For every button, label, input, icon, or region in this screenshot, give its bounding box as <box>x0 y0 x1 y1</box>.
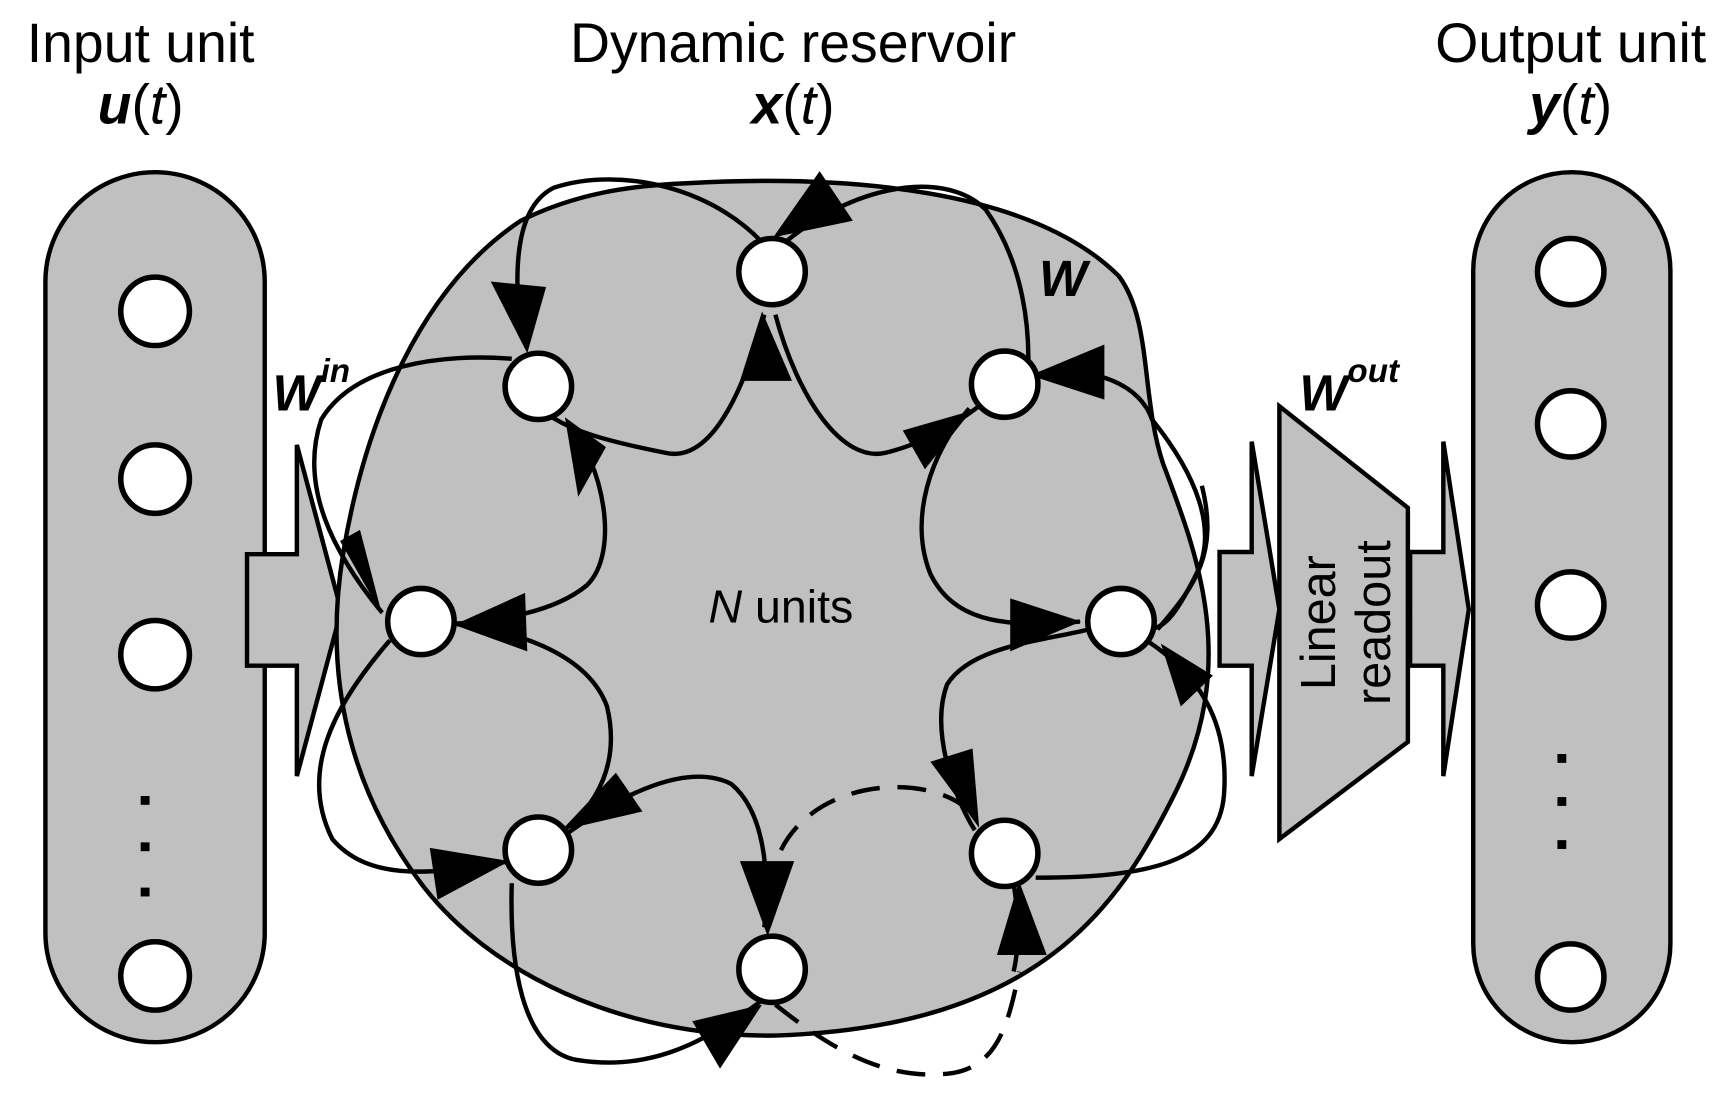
output-var-paren-close: ) <box>1594 74 1612 136</box>
units-text: units <box>742 581 853 633</box>
output-var-paren-open: ( <box>1560 74 1579 136</box>
arrowhead <box>902 410 972 470</box>
reservoir-node <box>502 814 575 886</box>
arrowhead <box>739 861 795 937</box>
output-node <box>1534 388 1607 460</box>
output-node <box>1534 569 1607 641</box>
input-node <box>117 442 193 517</box>
arrowhead <box>561 772 643 831</box>
arrowhead <box>930 748 980 828</box>
arrowhead <box>429 847 510 900</box>
input-node <box>117 274 193 349</box>
reservoir-node <box>1084 585 1157 658</box>
arrowhead <box>773 171 853 238</box>
recurrent-edge <box>1155 485 1210 631</box>
arrowhead <box>1010 598 1082 652</box>
arrowhead <box>340 529 383 615</box>
n-symbol: N <box>709 581 743 633</box>
input-node <box>117 938 193 1013</box>
reservoir-var-paren-open: ( <box>782 74 801 136</box>
n-units-label: N units <box>709 581 854 633</box>
recurrent-edge <box>312 355 512 615</box>
output-node <box>1534 235 1607 308</box>
wout-label: Wout <box>1299 353 1401 422</box>
readout-line1: Linear <box>1292 555 1346 690</box>
input-var-t: t <box>150 74 168 136</box>
arrowhead <box>739 311 792 381</box>
input-variable: u(t) <box>98 74 184 136</box>
output-node <box>1534 941 1607 1013</box>
readout-to-output-arrow <box>1407 441 1472 777</box>
dashed-edge <box>778 784 977 852</box>
output-variable: y(t) <box>1526 74 1612 136</box>
reservoir-var-t: t <box>801 74 819 136</box>
output-var-symbol: y <box>1526 74 1563 136</box>
arrowhead <box>996 880 1047 955</box>
arrowheads <box>340 171 1213 1069</box>
input-node <box>117 617 193 692</box>
reservoir-nodes <box>384 235 1157 1006</box>
reservoir-node <box>502 350 575 423</box>
ellipsis-dot <box>140 842 150 852</box>
reservoir-variable: x(t) <box>749 74 835 136</box>
win-main: W <box>272 365 324 422</box>
linear-readout-block <box>1277 401 1411 844</box>
dashed-edge <box>774 971 1022 1077</box>
wout-sup: out <box>1347 353 1401 390</box>
input-unit-title: Input unit <box>27 12 255 74</box>
arrowhead <box>564 417 606 497</box>
arrowhead <box>1160 643 1213 707</box>
reservoir-node <box>968 817 1041 890</box>
ellipsis-dot <box>1557 797 1567 806</box>
input-var-paren-open: ( <box>131 74 150 136</box>
ellipsis-dot <box>1557 754 1567 763</box>
reservoir-var-symbol: x <box>749 74 785 136</box>
arrowhead <box>454 592 528 652</box>
reservoir-node <box>736 235 809 308</box>
arrowhead <box>1030 344 1105 400</box>
input-var-paren-close: ) <box>165 74 183 136</box>
ellipsis-dot <box>1557 840 1567 849</box>
reservoir-node <box>384 585 457 658</box>
arrowhead <box>490 281 547 354</box>
arrowhead <box>692 1004 763 1069</box>
reservoir-node <box>736 933 809 1006</box>
w-label: W <box>1039 250 1091 307</box>
win-sup: in <box>321 353 351 390</box>
reservoir-var-paren-close: ) <box>816 74 834 136</box>
wout-main: W <box>1299 365 1351 422</box>
reservoir-title: Dynamic reservoir <box>570 12 1016 74</box>
output-unit-title: Output unit <box>1435 12 1706 74</box>
reservoir-to-readout-arrow <box>1217 441 1282 777</box>
ellipsis-dot <box>140 795 150 805</box>
win-arrow <box>244 444 344 777</box>
reservoir-node <box>968 348 1041 421</box>
readout-line2: readout <box>1347 540 1401 705</box>
output-layer <box>1471 170 1673 1045</box>
input-var-symbol: u <box>98 74 132 136</box>
ellipsis-dot <box>140 887 150 897</box>
input-layer <box>43 170 267 1045</box>
output-var-t: t <box>1578 74 1596 136</box>
win-label: Win <box>272 353 350 422</box>
recurrent-edge <box>515 177 774 332</box>
